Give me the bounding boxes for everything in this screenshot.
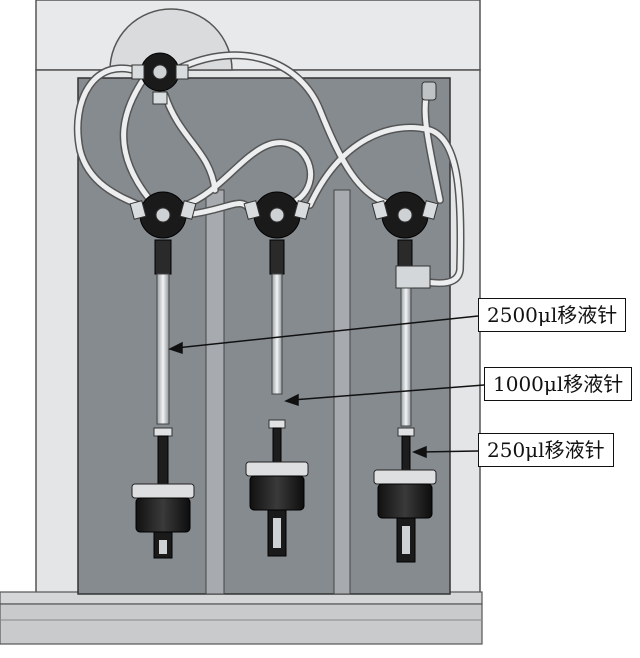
port-fitting-icon bbox=[421, 81, 437, 101]
top-rotary-valve-icon bbox=[131, 52, 189, 105]
syringe-250ul bbox=[371, 191, 439, 563]
arrowhead-250 bbox=[412, 445, 427, 459]
label-1000ul-probe: 1000μl移液针 bbox=[484, 367, 633, 401]
leader-line-1000 bbox=[291, 384, 485, 401]
syringe-2500ul bbox=[129, 191, 197, 559]
syringe-1000ul bbox=[243, 191, 311, 557]
label-2500ul-probe: 2500μl移液针 bbox=[478, 298, 627, 332]
leader-line-250 bbox=[419, 450, 479, 453]
top-valve-bracket bbox=[109, 8, 233, 71]
arrowhead-1000 bbox=[284, 393, 299, 407]
arrowhead-2500 bbox=[168, 341, 183, 355]
leader-lines bbox=[168, 315, 485, 459]
leader-line-2500 bbox=[175, 315, 479, 349]
label-250ul-probe: 250μl移液针 bbox=[478, 433, 614, 467]
